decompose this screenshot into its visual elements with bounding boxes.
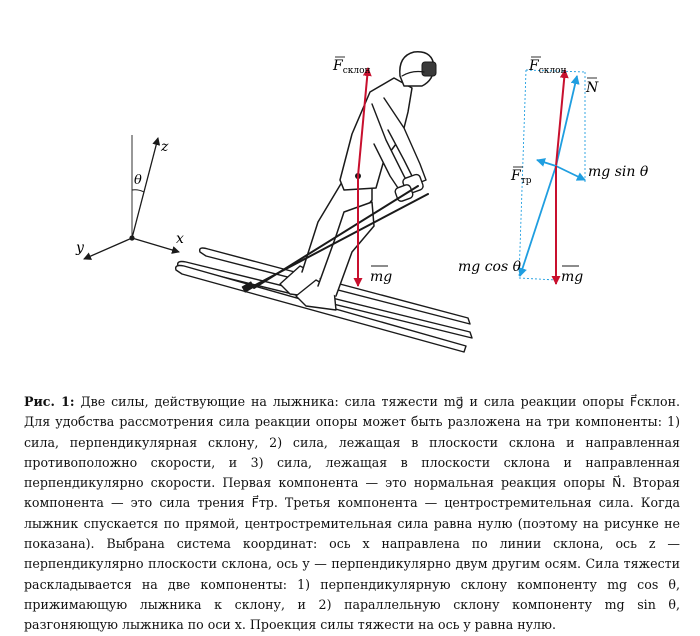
origin-dot (129, 235, 135, 241)
dashed-guide (525, 69, 586, 73)
theta-label: θ (134, 173, 142, 188)
force-slope-label: Fсклон (332, 58, 371, 76)
skier-illustration (174, 51, 473, 353)
arm-right (383, 97, 427, 185)
friction-arrow (536, 158, 557, 167)
normal-force-arrow (555, 75, 580, 167)
dashed-guide (518, 277, 557, 281)
normal-force-label: N (585, 80, 599, 96)
x-axis (131, 237, 180, 254)
z-axis-label: z (160, 139, 169, 155)
x-axis-label: x (176, 231, 184, 247)
z-axis (131, 137, 161, 239)
caption-text: Две силы, действующие на лыжника: сила т… (24, 394, 680, 633)
helmet-strap (401, 70, 425, 77)
dashed-guide (518, 69, 527, 279)
figure: z x y θ Fсклон (75, 51, 649, 353)
theta-arc (131, 189, 145, 193)
mg-sin-arrow (555, 165, 586, 181)
friction-label: Fтр (510, 168, 532, 186)
force-slope-label-right: Fсклон (528, 58, 567, 76)
goggles (421, 61, 437, 77)
caption-label: Рис. 1: (24, 394, 75, 409)
gravity-label-right: mg (561, 269, 583, 285)
y-axis (83, 237, 133, 260)
force-slope-arrow (357, 67, 372, 177)
y-axis-label: y (75, 240, 85, 256)
coordinate-axes: z x y θ (75, 135, 184, 260)
figure-caption: Рис. 1: Две силы, действующие на лыжника… (24, 392, 680, 636)
skier-forces: Fсклон mg (332, 56, 392, 287)
force-decomposition: Fсклон N Fтр mg sin θ mg cos θ mg (458, 56, 649, 285)
helmet (399, 51, 435, 87)
pole-front (245, 193, 429, 291)
force-slope-arrow-right (555, 69, 569, 167)
mg-cos-label: mg cos θ (458, 259, 522, 275)
pole-basket (241, 281, 255, 293)
mg-sin-label: mg sin θ (588, 164, 649, 180)
gravity-label: mg (370, 269, 392, 285)
mg-cos-arrow (518, 165, 557, 277)
